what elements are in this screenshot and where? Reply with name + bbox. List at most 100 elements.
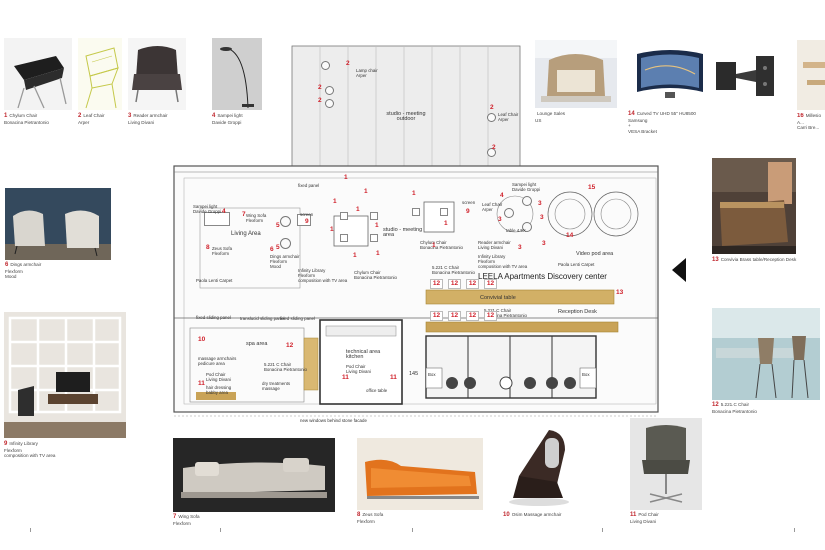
label-wing-sofa: Wing Sofa Flexform	[246, 213, 267, 224]
tag-4: 4	[222, 208, 226, 215]
photo-chylum-chair	[4, 38, 72, 110]
photo-curved-tv	[633, 40, 707, 108]
label-technical: technical area kitchen	[346, 349, 381, 361]
photo-millesio	[797, 40, 825, 110]
tag-12-badge: 12	[466, 279, 479, 289]
tag-5: 5	[276, 222, 280, 229]
tag-1: 1	[444, 220, 448, 227]
label-fixed-panel: fixed panel	[298, 183, 320, 188]
plan-chair	[325, 86, 334, 95]
tag-1: 1	[412, 190, 416, 197]
label-leaf-right: Leaf Chair Arper	[482, 202, 503, 213]
label-fixed-sliding-left: fixed sliding panel	[196, 315, 231, 320]
label-dings: Dings armchair Flexform Mood	[270, 254, 300, 270]
plan-chair	[321, 61, 330, 70]
tag-12-badge: 12	[430, 311, 443, 321]
plan-chair	[325, 99, 334, 108]
tag-1: 1	[330, 226, 334, 233]
tag-9: 9	[466, 208, 470, 215]
tag-5: 5	[276, 244, 280, 251]
label-lamp: Lamp chair Arper	[356, 68, 378, 79]
tag-9: 9	[305, 218, 309, 225]
caption-lounge: Lounge Sales US	[535, 111, 566, 123]
plan-chair	[504, 208, 514, 218]
plan-chair-square	[370, 212, 378, 220]
tag-1: 1	[364, 188, 368, 195]
plan-chair	[280, 216, 291, 227]
photo-osim-massage	[505, 424, 585, 510]
plan-chair-square	[340, 234, 348, 242]
tag-7: 7	[242, 211, 246, 218]
bottom-tick	[602, 528, 603, 532]
tag-12-badge: 12	[466, 311, 479, 321]
plan-chair-square	[340, 212, 348, 220]
label-studio-area: studio - meeting area	[383, 227, 423, 239]
tag-10: 10	[198, 336, 206, 343]
tag-12-badge: 12	[484, 279, 497, 289]
tag-2: 2	[346, 60, 350, 67]
bottom-tick	[220, 528, 221, 532]
label-zeus: Zeus Sofa Flexform	[212, 246, 233, 257]
photo-lounge-sales	[535, 40, 617, 108]
tag-3: 3	[540, 214, 544, 221]
tag-1: 1	[375, 222, 379, 229]
tag-12-badge: 12	[448, 279, 461, 289]
label-hair-dressing: hair dressing babby area	[206, 385, 232, 396]
bottom-tick	[412, 528, 413, 532]
tag-2: 2	[492, 144, 496, 151]
tag-2: 2	[318, 97, 322, 104]
tag-8: 8	[206, 244, 210, 251]
label-living-area: Living Area	[231, 231, 261, 237]
label-spa-area: spa area	[246, 341, 268, 347]
label-convivial: Convivial table	[480, 295, 516, 301]
label-office-table: office table	[366, 388, 388, 393]
tag-3: 3	[542, 240, 546, 247]
right-arrow-icon	[672, 258, 686, 282]
label-studio-outdoor: studio - meeting outdoor	[386, 111, 426, 123]
label-box-right: Box	[582, 372, 590, 377]
tag-4: 4	[500, 192, 504, 199]
center-title: LEELA Apartments Discovery center	[478, 272, 607, 281]
tag-15: 15	[588, 184, 596, 191]
plan-chair	[487, 148, 496, 157]
tag-1: 1	[356, 206, 360, 213]
plan-sofa	[204, 212, 230, 226]
label-dry-treatments: dry treatments massage	[262, 381, 291, 392]
label-chylum-left: Chylum Chair Bonacina Pietrantonio	[354, 270, 397, 281]
photo-pod-chair	[630, 418, 702, 510]
tag-2: 2	[318, 84, 322, 91]
label-fixed-sliding-mid: fixed sliding panel	[280, 316, 315, 321]
label-pod-chair-left: Pod Chair Living Divani	[206, 372, 231, 383]
bottom-tick	[30, 528, 31, 532]
tag-1: 1	[432, 242, 436, 249]
label-video-pod: Video pod area	[576, 251, 614, 257]
plan-chair	[280, 238, 291, 249]
photo-521-chair	[712, 308, 820, 400]
tag-12-badge: 12	[430, 279, 443, 289]
plan-chair-square	[370, 234, 378, 242]
tag-11: 11	[390, 374, 397, 381]
photo-vesa-bracket	[712, 48, 778, 104]
label-paola-carpet: Paola Lenti Carpet	[196, 278, 233, 283]
plan-armchair	[297, 214, 311, 226]
photo-wing-sofa	[173, 438, 335, 512]
plan-chair	[522, 222, 532, 232]
photo-zeus-sofa	[357, 438, 483, 510]
label-infinity-right: Infinity Library Flexform composition wi…	[478, 254, 528, 270]
tag-1: 1	[344, 174, 348, 181]
label-chylum-right: Chylum Chair Bonacina Pietrantonio	[420, 240, 463, 251]
tag-13: 13	[616, 289, 624, 296]
label-infinity-library: Infinity Library Flexform composition wi…	[298, 268, 348, 284]
